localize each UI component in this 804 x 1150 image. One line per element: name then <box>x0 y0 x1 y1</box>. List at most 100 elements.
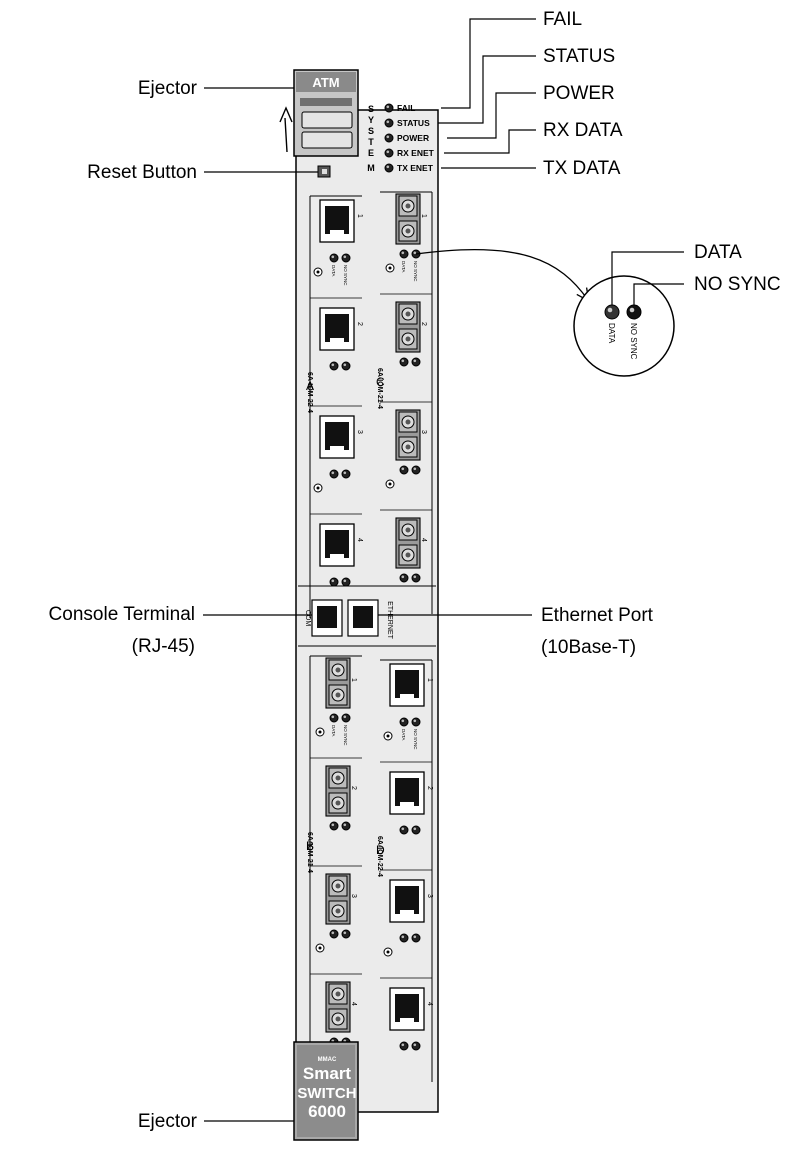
nosync-led-1 <box>341 713 351 723</box>
system-letter: S <box>368 126 374 136</box>
system-led-2-glint <box>386 135 390 139</box>
nosync-led-label: NO SYNC <box>413 261 418 282</box>
port-number: 2 <box>356 322 363 326</box>
system-led-2 <box>384 133 394 143</box>
callout-ejector-top: Ejector <box>138 78 198 99</box>
system-led-label: TX ENET <box>397 163 434 173</box>
fiber-port-3-core-1 <box>405 444 411 450</box>
data-led-2-glint <box>331 823 335 827</box>
nosync-led-1-glint <box>343 715 347 719</box>
module-letter-A: A <box>306 379 314 393</box>
nosync-led-1 <box>341 253 351 263</box>
ejector-arrow-icon <box>279 106 293 153</box>
port-number: 2 <box>426 786 433 790</box>
module-name-B: 6A-IOM-21-4 <box>306 832 313 873</box>
fiber-port-1-core-1 <box>335 692 341 698</box>
brand-smart: Smart <box>303 1064 352 1083</box>
system-led-3 <box>384 148 394 158</box>
data-led-1 <box>399 717 409 727</box>
fiber-port-3-core-1 <box>335 908 341 914</box>
data-led-4 <box>399 573 409 583</box>
module-name-A: 6A-IOM-22-4 <box>306 372 313 413</box>
leader-system-2 <box>447 92 536 139</box>
port-number: 3 <box>426 894 433 898</box>
rj45-port-1-latch <box>400 694 414 700</box>
leader-system-1 <box>438 55 536 124</box>
nosync-led-4-glint <box>413 575 417 579</box>
module-letter-B: B <box>306 839 314 853</box>
ejector-top[interactable] <box>293 69 359 157</box>
port-number: 2 <box>350 786 357 790</box>
nosync-led-3 <box>341 469 351 479</box>
system-led-label: STATUS <box>397 118 430 128</box>
port-number: 4 <box>350 1002 357 1006</box>
fiber-port-4-core-1 <box>335 1016 341 1022</box>
data-led-4-glint <box>331 579 335 583</box>
system-led-label: FAIL <box>397 103 415 113</box>
screw-center <box>318 730 322 734</box>
data-led-1 <box>329 253 339 263</box>
fiber-port-1-core-1 <box>405 228 411 234</box>
nosync-led-label: NO SYNC <box>343 725 348 746</box>
data-led-3-glint <box>401 935 405 939</box>
ejector-bottom[interactable] <box>293 1041 359 1141</box>
data-led-3 <box>399 933 409 943</box>
port-number: 1 <box>356 214 363 218</box>
data-led-2-glint <box>401 827 405 831</box>
com-ethernet-panel <box>298 585 436 647</box>
system-led-leaders <box>438 18 536 169</box>
data-led-3-glint <box>331 931 335 935</box>
nosync-led-2 <box>341 821 351 831</box>
leader-system-0 <box>441 18 536 109</box>
nosync-led-3-glint <box>343 931 347 935</box>
rj45-port-3-latch <box>400 910 414 916</box>
system-led-label: RX ENET <box>397 148 435 158</box>
data-led-4-glint <box>401 1043 405 1047</box>
rj45-port-4-socket <box>325 530 349 558</box>
callout-tx-data: TX DATA <box>543 158 621 179</box>
screw-center <box>316 270 320 274</box>
fiber-port-2-core-0 <box>335 775 341 781</box>
nosync-led-2-glint <box>413 827 417 831</box>
rj45-port-1-socket <box>325 206 349 234</box>
nosync-led-3-glint <box>413 935 417 939</box>
nosync-led-1-glint <box>343 255 347 259</box>
data-led-label: DATA <box>331 725 336 736</box>
rj45-port-2-latch <box>330 338 344 344</box>
port-number: 4 <box>356 538 363 542</box>
screw-center <box>388 482 392 486</box>
nosync-led-2 <box>411 825 421 835</box>
data-led-3 <box>329 469 339 479</box>
system-led-1 <box>384 118 394 128</box>
rj45-port-4-socket <box>395 994 419 1022</box>
zoom-data-label: DATA <box>607 323 616 344</box>
nosync-led-4 <box>341 577 351 587</box>
rj45-port-2-latch <box>400 802 414 808</box>
fiber-port-3-core-0 <box>335 883 341 889</box>
rj45-port-2-socket <box>395 778 419 806</box>
fiber-port-2-core-1 <box>405 336 411 342</box>
data-led-2-glint <box>401 359 405 363</box>
fiber-port-1-core-0 <box>405 203 411 209</box>
brand-mmac: MMAC <box>318 1057 337 1063</box>
callout-console-terminal: Console Terminal <box>49 604 195 625</box>
system-led-3-glint <box>386 150 390 154</box>
zoom-data-led <box>604 304 620 320</box>
callout-ethernet-port-sub: (10Base-T) <box>541 637 636 658</box>
zoom-nosync-label: NO SYNC <box>629 323 638 360</box>
zoom-nosync-led <box>626 304 642 320</box>
leader-system-3 <box>444 129 536 154</box>
module-letter-D: D <box>376 843 385 857</box>
data-led-label: DATA <box>401 729 406 740</box>
fiber-port-4-core-0 <box>335 991 341 997</box>
fiber-port-3-core-0 <box>405 419 411 425</box>
port-number: 3 <box>356 430 363 434</box>
data-led-4 <box>329 577 339 587</box>
system-led-1-glint <box>386 120 390 124</box>
system-letter: Y <box>368 115 374 125</box>
